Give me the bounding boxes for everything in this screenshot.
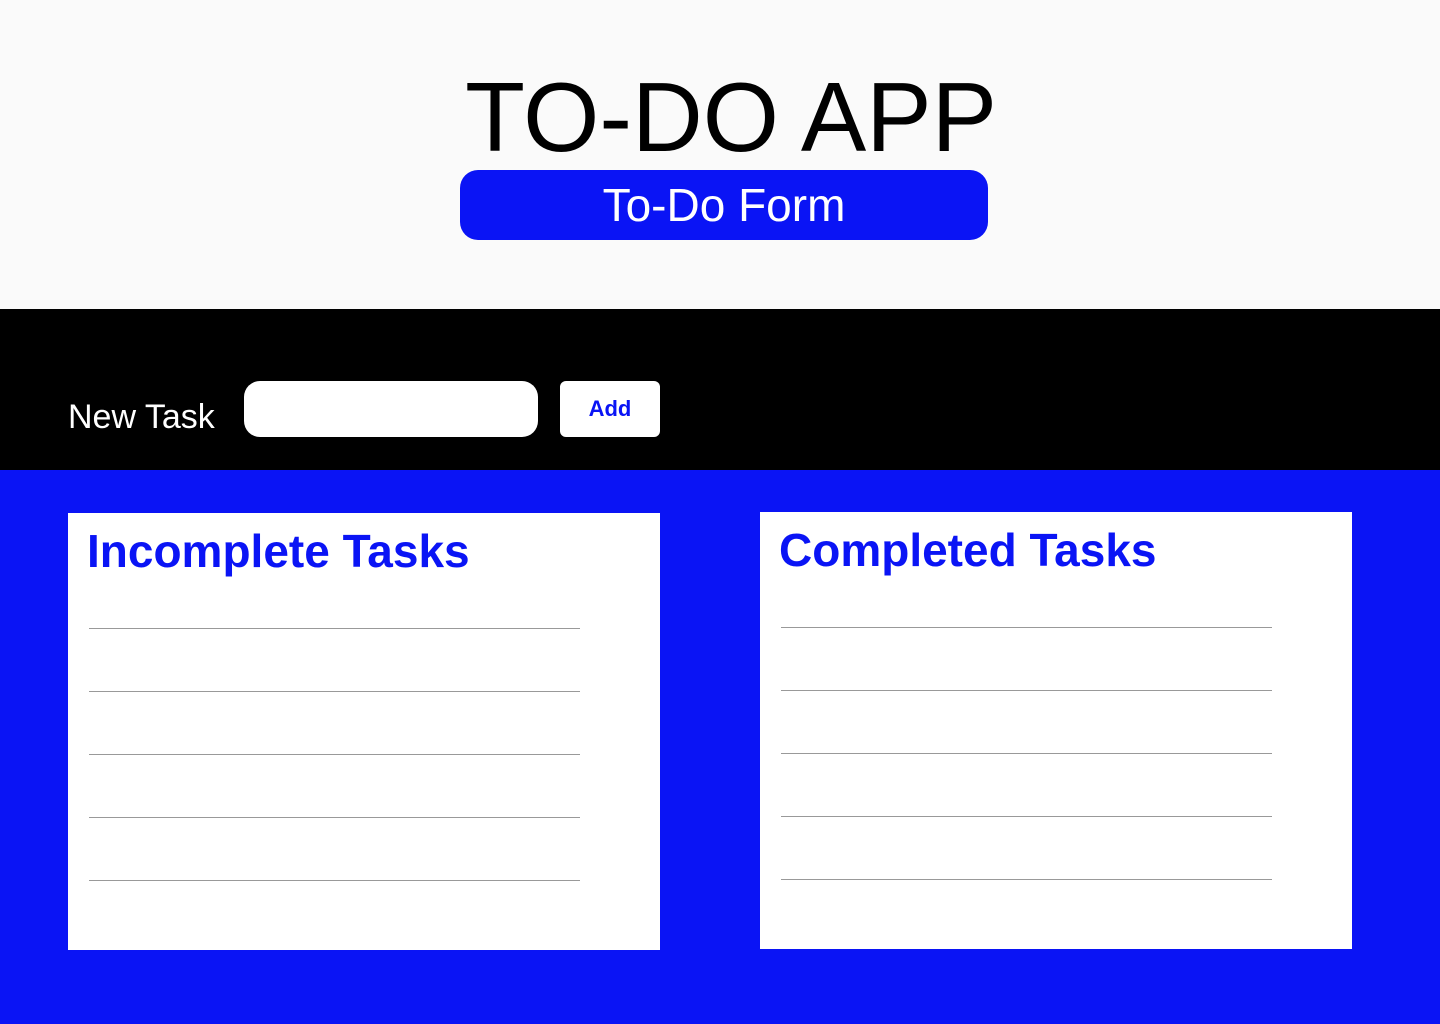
new-task-form: New Task Add (0, 309, 1440, 470)
completed-tasks-panel: Completed Tasks (760, 512, 1352, 949)
list-divider (89, 880, 580, 881)
app-title: TO-DO APP (465, 62, 997, 172)
list-divider (781, 627, 1272, 628)
list-divider (781, 816, 1272, 817)
list-divider (89, 628, 580, 629)
list-divider (781, 690, 1272, 691)
list-divider (89, 691, 580, 692)
add-task-button[interactable]: Add (560, 381, 660, 437)
new-task-input[interactable] (244, 381, 538, 437)
new-task-label: New Task (68, 398, 215, 436)
todo-form-badge: To-Do Form (460, 170, 988, 240)
completed-tasks-title: Completed Tasks (779, 524, 1157, 576)
list-divider (89, 817, 580, 818)
list-divider (89, 754, 580, 755)
incomplete-tasks-title: Incomplete Tasks (87, 525, 470, 577)
list-divider (781, 753, 1272, 754)
list-divider (781, 879, 1272, 880)
task-lists-area: Incomplete Tasks Completed Tasks (0, 470, 1440, 1024)
incomplete-tasks-list (89, 628, 580, 943)
completed-tasks-list (781, 627, 1272, 942)
incomplete-tasks-panel: Incomplete Tasks (68, 513, 660, 950)
app-header: TO-DO APP To-Do Form (0, 0, 1440, 309)
